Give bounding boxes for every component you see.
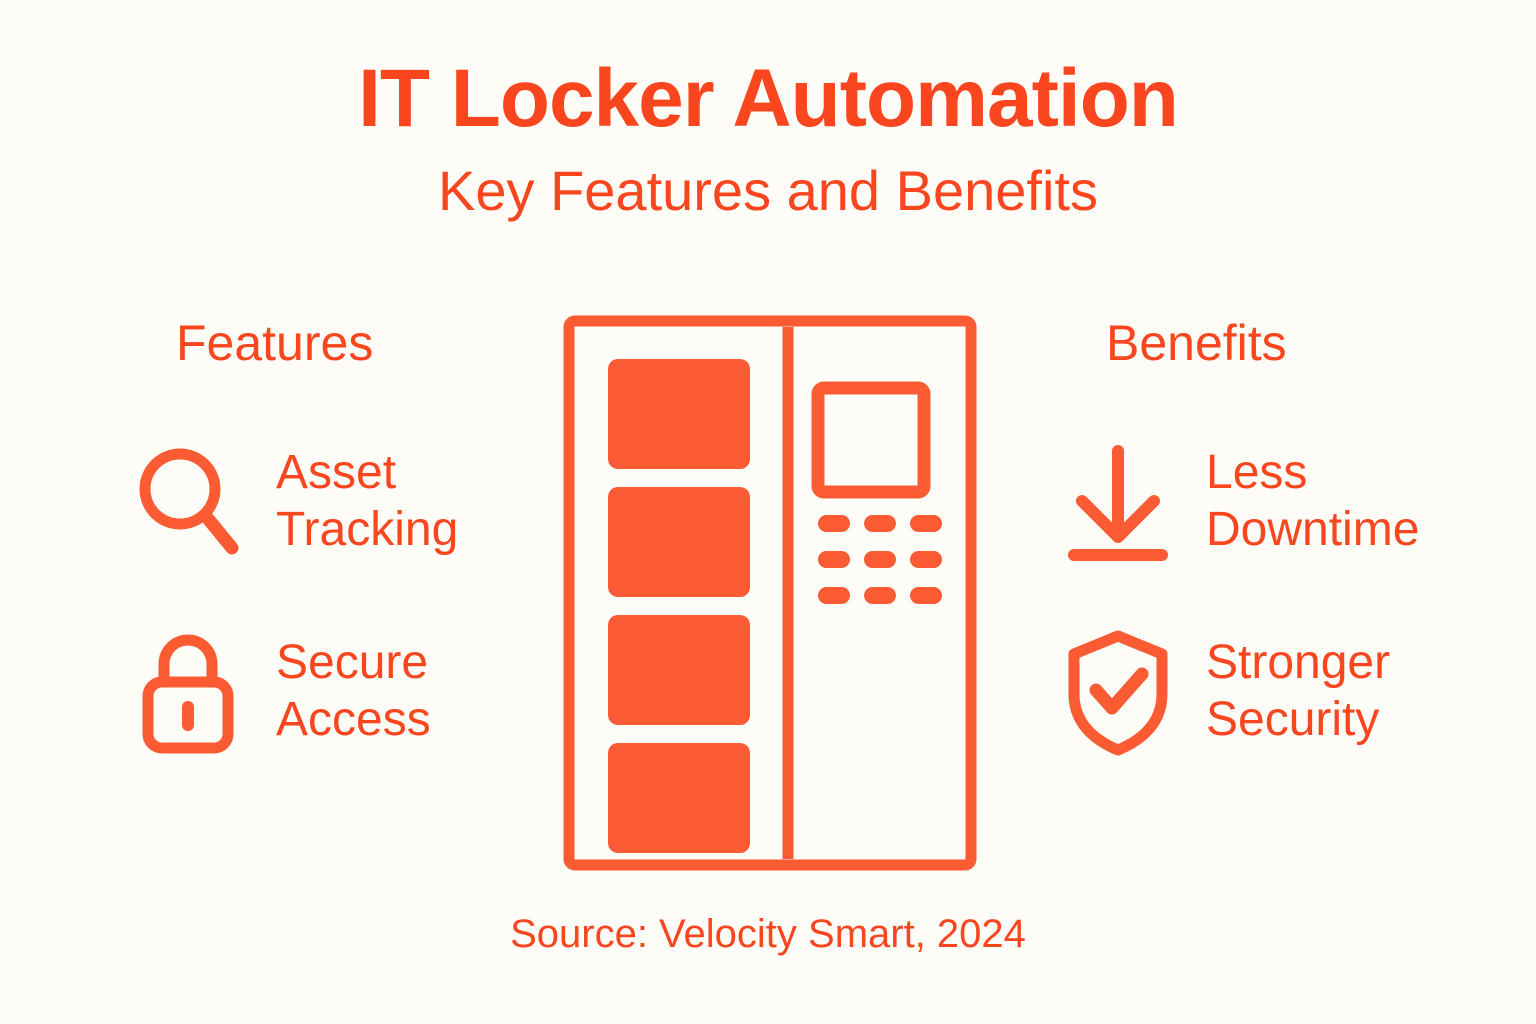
shield-check-icon — [1064, 622, 1172, 762]
feature-item-asset-tracking: Asset Tracking — [134, 432, 458, 572]
locker-compartment — [608, 487, 750, 597]
magnifier-icon — [134, 432, 242, 572]
features-column-heading: Features — [176, 315, 374, 371]
feature-label-secure-access: Secure Access — [276, 636, 431, 746]
benefits-column-heading: Benefits — [1106, 315, 1287, 371]
benefit-item-stronger-security: Stronger Security — [1064, 622, 1390, 762]
locker-compartment — [608, 743, 750, 853]
page-subtitle: Key Features and Benefits — [438, 159, 1098, 223]
benefit-label-less-downtime: Less Downtime — [1206, 446, 1420, 556]
locker-keypad — [818, 515, 942, 604]
smart-locker-illustration — [560, 312, 980, 874]
source-caption: Source: Velocity Smart, 2024 — [510, 912, 1026, 956]
benefit-label-stronger-security: Stronger Security — [1206, 636, 1391, 746]
download-arrow-icon — [1064, 432, 1172, 572]
benefit-item-less-downtime: Less Downtime — [1064, 432, 1419, 572]
locker-compartment — [608, 615, 750, 725]
page-title: IT Locker Automation — [358, 53, 1179, 144]
locker-compartment — [608, 359, 750, 469]
header: IT Locker Automation Key Features and Be… — [0, 53, 1536, 223]
feature-label-asset-tracking: Asset Tracking — [276, 446, 459, 556]
lock-icon — [134, 622, 242, 762]
locker-screen — [811, 381, 931, 499]
feature-item-secure-access: Secure Access — [134, 622, 431, 762]
